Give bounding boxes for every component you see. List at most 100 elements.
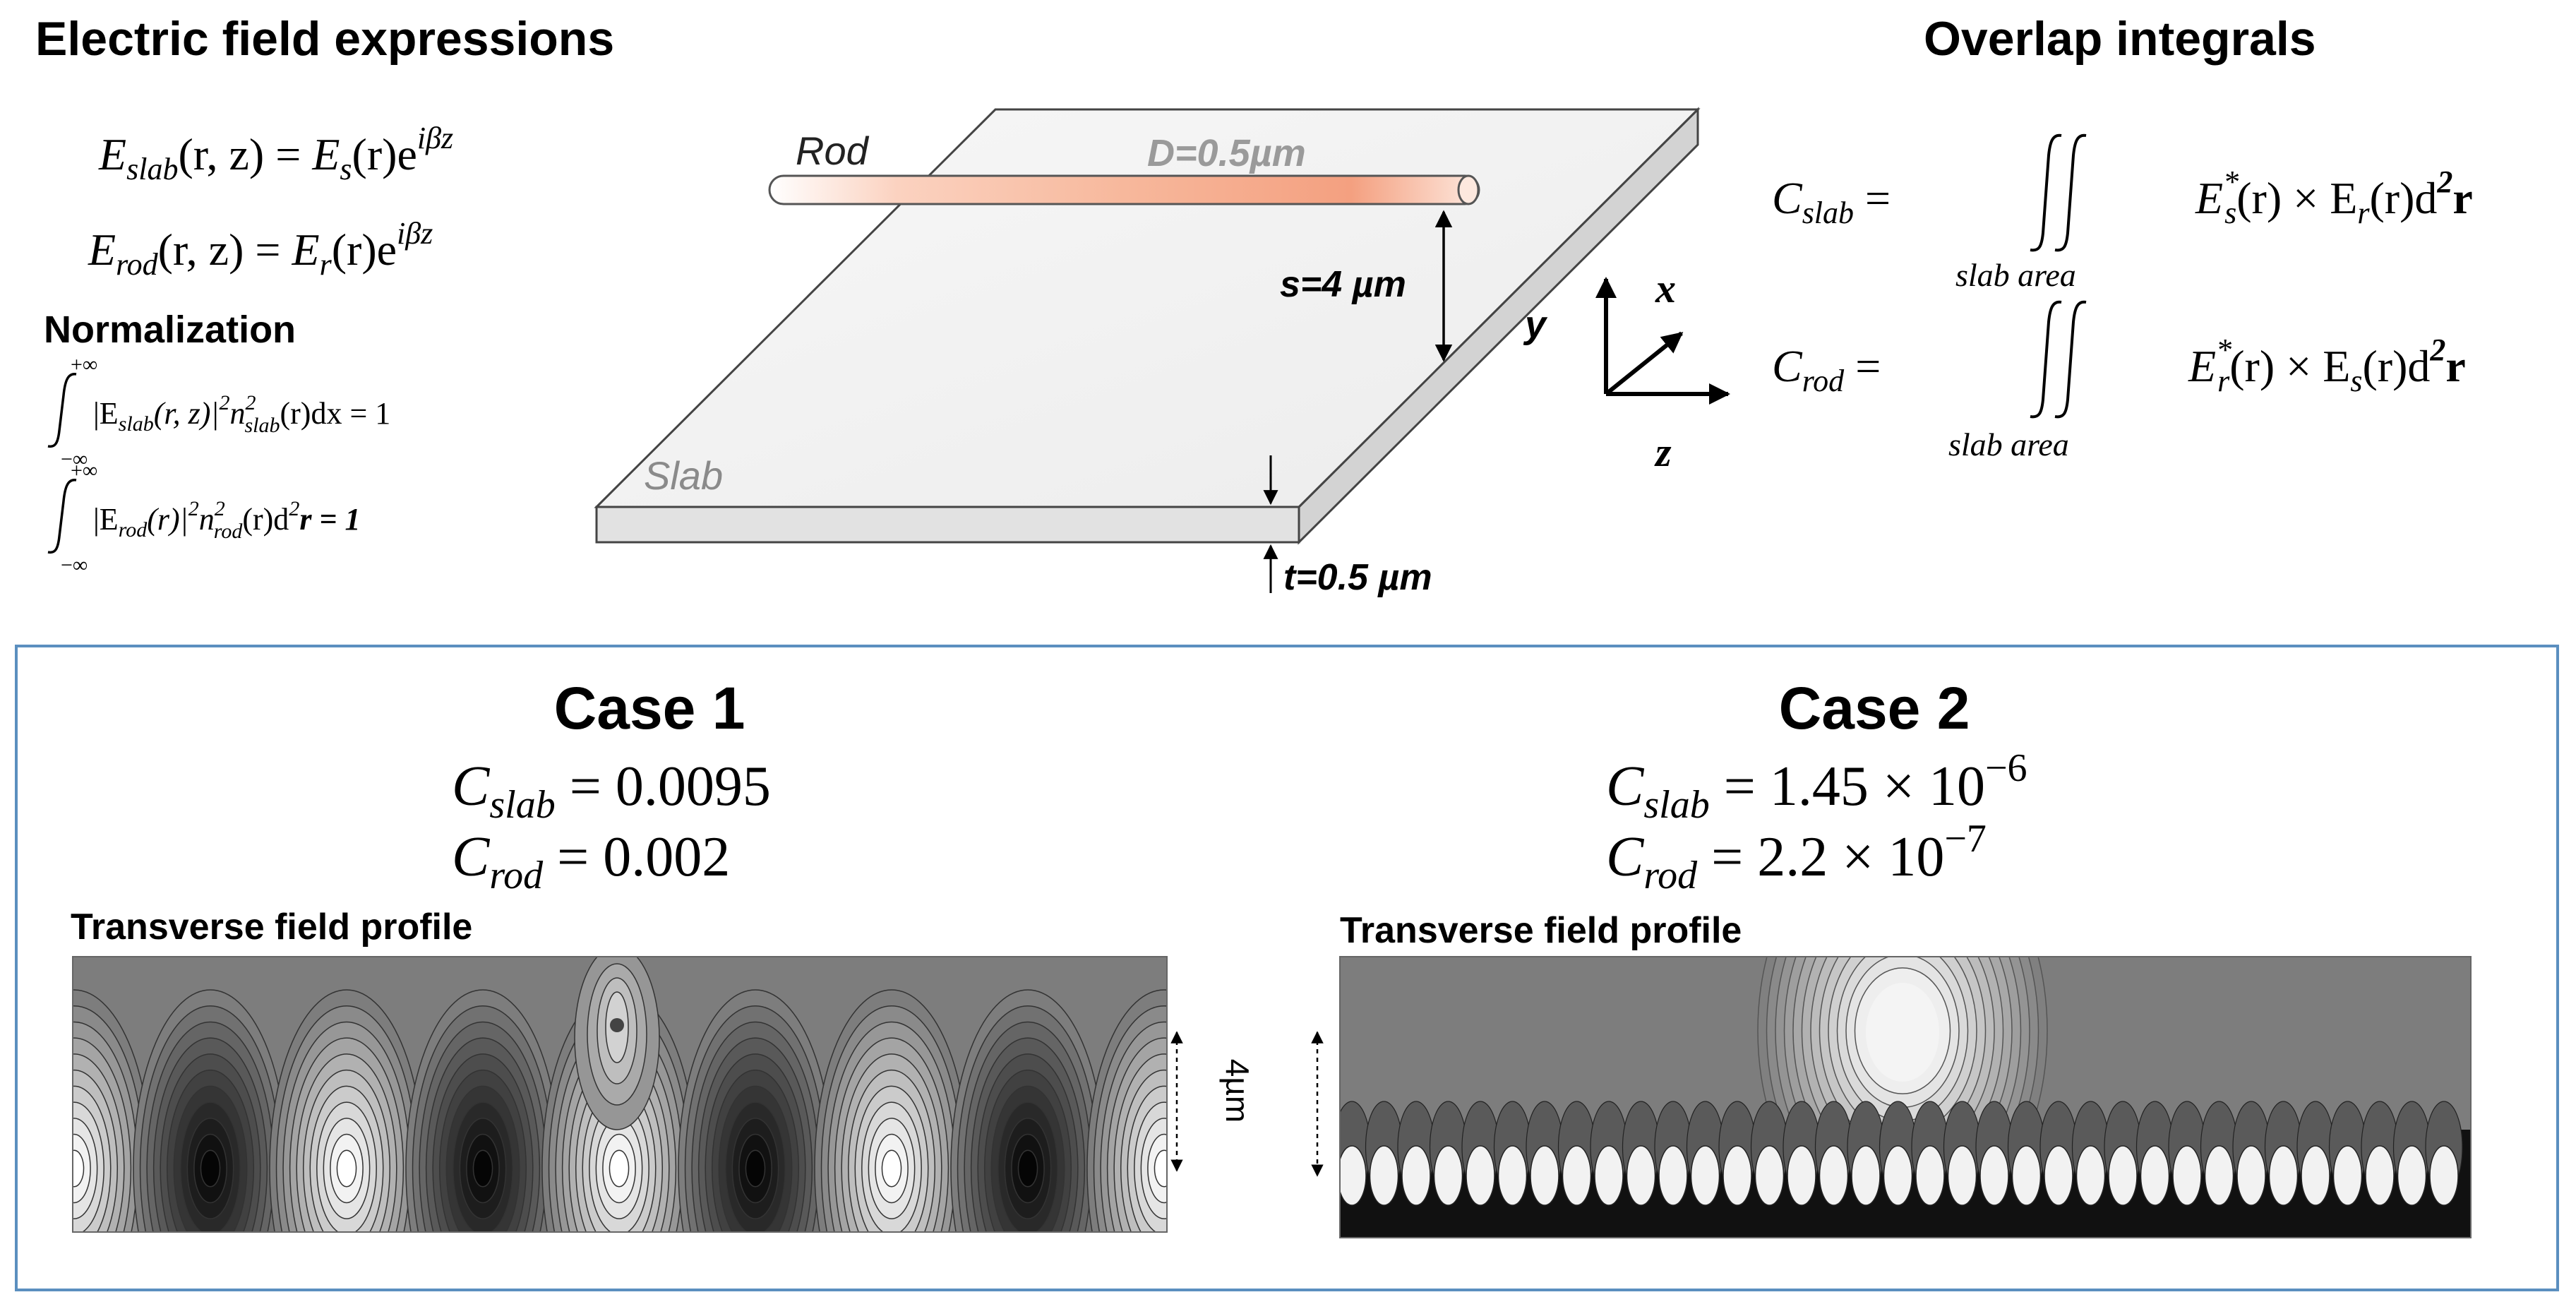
band-lobe <box>1369 1145 1399 1206</box>
thickness-label: t=0.5 µm <box>1283 557 1432 598</box>
case2-c-slab: Cslab = 1.45 × 10−6 <box>1606 746 2027 827</box>
heading-overlap-integrals: Overlap integrals <box>1924 12 2316 66</box>
band-lobe <box>2172 1145 2202 1206</box>
slab-top-face <box>594 108 1701 508</box>
heading-electric-field: Electric field expressions <box>35 12 614 66</box>
band-lobe <box>1497 1145 1528 1206</box>
case2-title: Case 2 <box>1779 675 1970 741</box>
band-lobe <box>1979 1145 2009 1206</box>
band-lobe <box>1754 1145 1785 1206</box>
cases-panel <box>15 645 2559 1291</box>
rod-end <box>1457 174 1480 205</box>
band-lobe <box>1433 1145 1463 1206</box>
svg-text:+∞: +∞ <box>71 459 97 482</box>
field-lobe <box>881 1149 902 1188</box>
field-lobe <box>200 1149 221 1188</box>
case1-c-slab: Cslab = 0.0095 <box>452 755 771 827</box>
slab-rod-diagram: Rod D=0.5µm s=4 µm y Slab t=0.5 µm x z <box>594 107 1730 598</box>
normalization-heading: Normalization <box>44 309 296 351</box>
band-lobe <box>2204 1145 2234 1206</box>
integral-sign-1 <box>47 373 77 448</box>
band-lobe <box>2075 1145 2106 1206</box>
band-lobe <box>2301 1145 2330 1206</box>
rod-label: Rod <box>796 128 870 173</box>
svg-text:E*r(r) × Es(r)d2r: E*r(r) × Es(r)d2r <box>2188 333 2466 398</box>
slab-label: Slab <box>644 453 723 498</box>
eq-e-slab: Eslab(r, z) = Es(r)eiβz <box>98 121 453 186</box>
field-lobe <box>1257 1070 1344 1267</box>
case1-profile-label: Transverse field profile <box>71 907 472 948</box>
case2-plot-frame <box>1339 956 2472 1238</box>
rod-core <box>610 1018 624 1032</box>
band-lobe <box>2108 1145 2138 1206</box>
axis-x-label: x <box>1655 265 1676 311</box>
band-lobe <box>2236 1145 2266 1206</box>
band-lobe <box>1690 1145 1720 1206</box>
svg-text:E*s(r) × Er(r)d2r: E*s(r) × Er(r)d2r <box>2195 165 2473 230</box>
band-lobe <box>1340 1145 1367 1206</box>
band-lobe <box>1562 1145 1592 1206</box>
integral-sign-2 <box>47 479 77 554</box>
band-lobe <box>1401 1145 1431 1206</box>
band-lobe <box>1530 1145 1559 1206</box>
case2-field-plot <box>1340 957 2471 1238</box>
field-lobe <box>1250 1054 1350 1283</box>
rod <box>768 174 1480 205</box>
field-lobe <box>336 1149 357 1188</box>
eq-c-rod: Crod = slab area E*r(r) × Es(r)d2r <box>1772 300 2466 462</box>
band-lobe <box>1626 1145 1656 1206</box>
svg-text:−∞: −∞ <box>61 554 88 577</box>
band-lobe <box>2332 1145 2363 1206</box>
band-lobe <box>2140 1145 2170 1206</box>
band-lobe <box>1947 1145 1977 1206</box>
field-lobe <box>1271 1102 1330 1235</box>
band-lobe <box>1723 1145 1752 1206</box>
case1-c-rod: Crod = 0.002 <box>452 826 730 897</box>
svg-text:Crod =: Crod = <box>1772 341 1881 398</box>
axis-y-arrow <box>1605 331 1684 396</box>
band-lobe <box>1851 1145 1881 1206</box>
band-lobe <box>1787 1145 1816 1206</box>
y-axis-label: y <box>1523 304 1548 346</box>
svg-text:slab area: slab area <box>1955 257 2076 293</box>
field-lobe <box>1154 1149 1167 1188</box>
svg-text:slab area: slab area <box>1948 426 2069 462</box>
band-lobe <box>1658 1145 1688 1206</box>
svg-text:−∞: −∞ <box>61 448 88 471</box>
band-lobe <box>1883 1145 1913 1206</box>
case1-field-plot <box>73 957 1350 1283</box>
band-lobe <box>2397 1145 2427 1206</box>
band-lobe <box>1819 1145 1849 1206</box>
case1-scale-label: 4µm <box>1219 1059 1256 1123</box>
band-lobe <box>1466 1145 1495 1206</box>
field-lobe <box>1290 1150 1310 1186</box>
band-lobe <box>1915 1145 1945 1206</box>
field-lobe <box>609 1149 630 1188</box>
field-lobe <box>73 1149 85 1188</box>
field-lobe <box>472 1149 493 1188</box>
field-lobe <box>1017 1149 1038 1188</box>
svg-text:Cslab =: Cslab = <box>1772 173 1891 230</box>
rod-core <box>1866 983 1939 1082</box>
slab-front-face <box>595 506 1300 544</box>
case2-c-rod: Crod = 2.2 × 10−7 <box>1606 817 1987 897</box>
band-lobe <box>2011 1145 2042 1206</box>
rod-diameter-label: D=0.5µm <box>1147 132 1306 174</box>
band-lobe <box>2268 1145 2299 1206</box>
band-lobe <box>2044 1145 2073 1206</box>
band-lobe <box>1594 1145 1624 1206</box>
band-lobe <box>2365 1145 2395 1206</box>
eq-c-slab: Cslab = slab area E*s(r) × Er(r)d2r <box>1772 133 2473 293</box>
axis-z-label: z <box>1654 429 1672 475</box>
double-integral-sign-2 <box>2030 300 2087 419</box>
svg-text:+∞: +∞ <box>71 353 97 376</box>
band-lobe <box>2429 1145 2459 1206</box>
case1-title: Case 1 <box>554 675 745 741</box>
case2-profile-label: Transverse field profile <box>1340 910 1742 951</box>
field-lobe <box>1284 1135 1317 1203</box>
field-lobe <box>745 1149 766 1188</box>
